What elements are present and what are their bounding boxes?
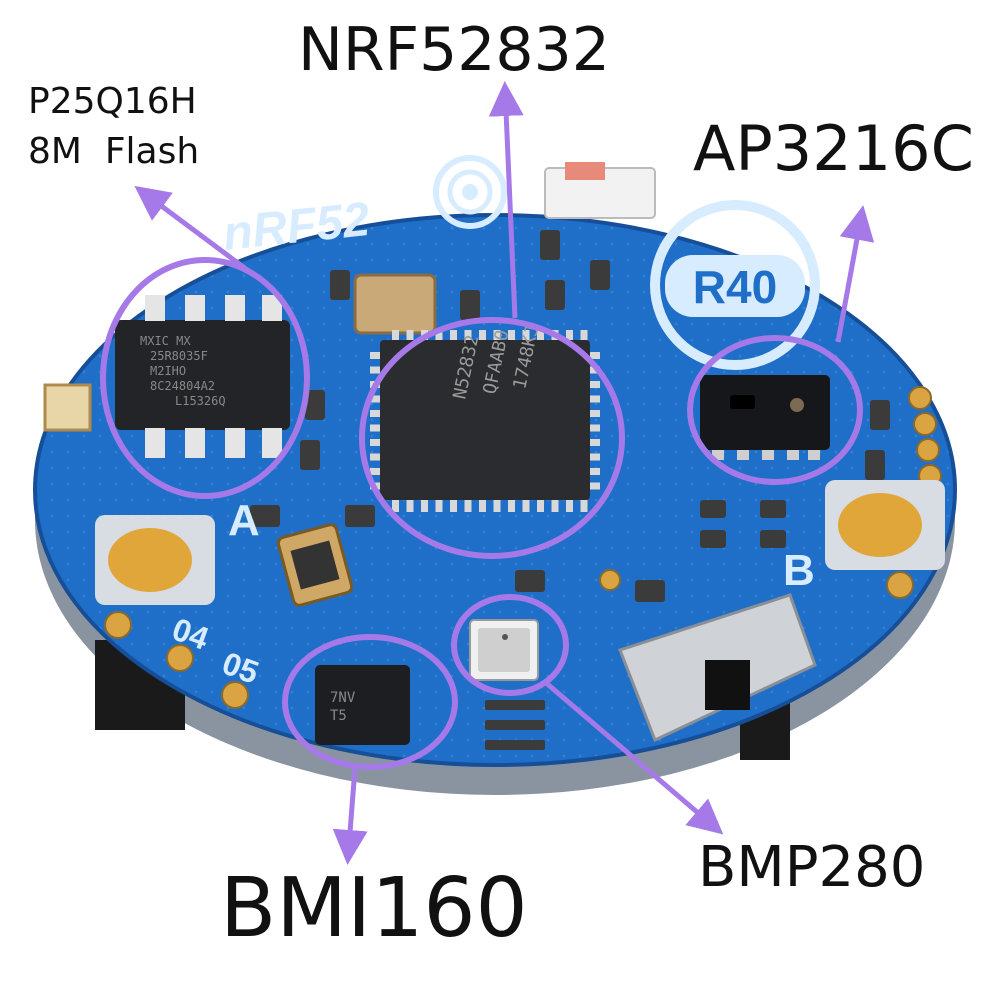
arrows xyxy=(134,81,875,865)
mcu-pin xyxy=(590,482,600,490)
mcu-pin xyxy=(464,330,472,340)
mcu-pin xyxy=(370,439,380,446)
label-flash-part: P25Q16H xyxy=(28,81,197,122)
arrow-bmi160 xyxy=(332,767,368,865)
mcu-pin xyxy=(566,500,573,512)
mcu-pin xyxy=(508,330,515,340)
imu-marking-2: T5 xyxy=(330,708,347,724)
mcu-pin xyxy=(450,500,457,512)
bmp280-highlight xyxy=(451,594,569,696)
flash-marking-3: M2IHO xyxy=(150,364,186,378)
mcu-pin xyxy=(580,330,588,340)
left-pads xyxy=(43,383,92,432)
label-ap3216c: AP3216C xyxy=(693,112,974,185)
logo-icon xyxy=(433,155,507,229)
mcu-pin xyxy=(370,395,380,403)
mcu-pin xyxy=(406,500,414,512)
mcu-pin xyxy=(508,500,515,512)
mcu-pin xyxy=(590,453,600,461)
mcu-pin xyxy=(479,500,486,512)
arrow-ap3216c xyxy=(835,205,875,343)
mcu-pin xyxy=(370,366,380,374)
mcu-pin xyxy=(590,410,600,417)
r40-badge: R40 xyxy=(650,200,820,370)
label-nrf52832: NRF52832 xyxy=(298,15,610,85)
mcu-pin xyxy=(464,500,472,512)
mcu-pin xyxy=(479,330,486,340)
mcu-pin xyxy=(522,330,530,340)
mcu-highlight xyxy=(359,317,625,559)
top-connector xyxy=(544,162,656,219)
mcu-pin xyxy=(406,330,414,340)
bottom-pin-pads xyxy=(104,569,914,709)
bmi160-chip: 7NV T5 xyxy=(315,665,410,745)
mcu-pin xyxy=(590,468,600,475)
mcu-pin xyxy=(551,500,559,512)
mcu-pin xyxy=(435,330,443,340)
mcu-pin xyxy=(493,330,501,340)
crystal-small xyxy=(276,523,354,607)
mcu-pin xyxy=(392,330,399,340)
mcu-pin xyxy=(580,500,588,512)
mcu-pin xyxy=(590,381,600,388)
ap3216c-highlight xyxy=(687,335,863,485)
arrow-nrf52832 xyxy=(488,81,524,319)
annotations xyxy=(100,257,863,770)
mcu-pin xyxy=(370,410,380,417)
silk-a: A xyxy=(228,496,260,545)
flash-marking-2: 25R8035F xyxy=(150,349,208,363)
flash-marking-4: 8C24804A2 xyxy=(150,379,215,393)
mcu-pin xyxy=(370,453,380,461)
imu-marking-1: 7NV xyxy=(330,690,356,706)
mcu-pin xyxy=(590,424,600,432)
slide-switch xyxy=(618,593,817,743)
mcu-pin xyxy=(392,500,399,512)
button-b xyxy=(825,480,945,570)
flash-chip: MXIC MX 25R8035F M2IHO 8C24804A2 L15326Q xyxy=(115,295,290,458)
flash-marking-1: MXIC MX xyxy=(140,334,191,348)
mcu-pin xyxy=(370,424,380,432)
mcu-pin xyxy=(435,500,443,512)
mcu-pin xyxy=(566,330,573,340)
ap3216c-sensor xyxy=(700,375,830,460)
mcu-pin xyxy=(370,468,380,475)
r40-badge-text: R40 xyxy=(693,261,777,313)
button-a xyxy=(95,515,215,605)
passive-components xyxy=(250,230,890,750)
flash-marking-5: L15326Q xyxy=(175,394,226,408)
mcu-pin xyxy=(590,439,600,446)
mcu-pin xyxy=(421,500,428,512)
arrow-bmp280 xyxy=(543,680,724,835)
flash-highlight xyxy=(100,257,310,499)
bmi160-highlight xyxy=(282,634,458,770)
mcu-pin xyxy=(590,395,600,403)
mcu-pin xyxy=(590,352,600,359)
label-bmp280: BMP280 xyxy=(698,835,926,900)
mcu-pin xyxy=(493,500,501,512)
silk-b: B xyxy=(783,546,815,595)
mcu-pin xyxy=(537,330,544,340)
mcu-pin xyxy=(522,500,530,512)
mcu-pin xyxy=(537,500,544,512)
arrow-flash xyxy=(134,185,252,275)
bmp280-chip xyxy=(469,619,539,681)
crystal xyxy=(353,273,437,335)
label-flash-size: 8M Flash xyxy=(28,131,200,172)
mcu-pin xyxy=(450,330,457,340)
mcu-pin xyxy=(370,352,380,359)
label-bmi160: BMI160 xyxy=(220,861,528,956)
